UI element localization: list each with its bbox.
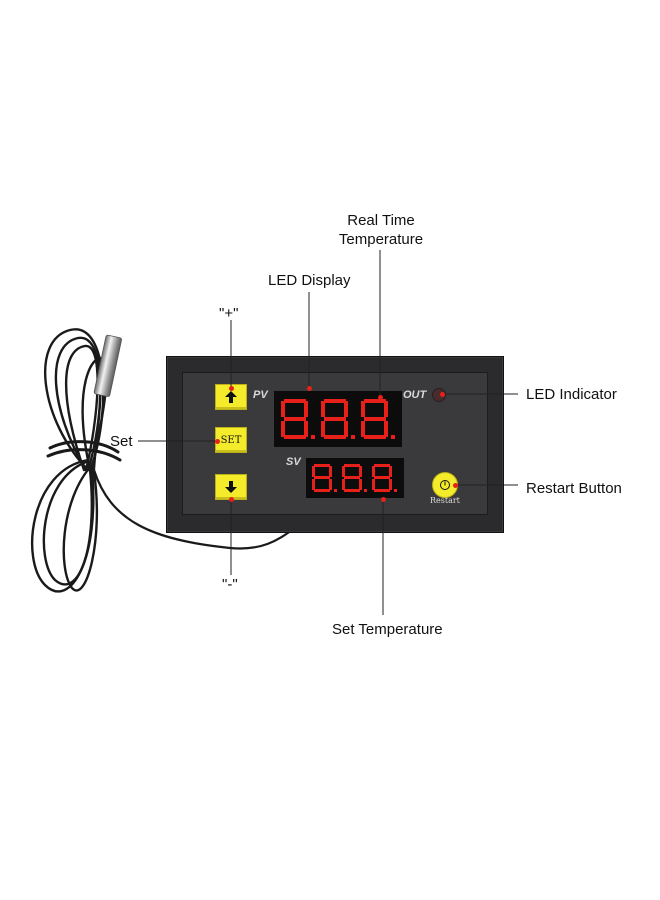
set-anchor-dot: [215, 439, 220, 444]
arrow-down-icon: [225, 481, 237, 493]
led-indicator-lamp: [432, 388, 446, 402]
led-indicator-label: LED Indicator: [526, 386, 617, 403]
set-button-label: SET: [220, 434, 242, 446]
pv-seven-segment-digits: [281, 399, 395, 439]
led-display-label: LED Display: [268, 272, 351, 289]
pv-display: [274, 391, 402, 447]
real-time-anchor-dot: [378, 395, 383, 400]
out-label: OUT: [403, 389, 427, 401]
minus-label: "-": [222, 576, 238, 593]
power-icon: [440, 480, 450, 490]
set-temperature-label: Set Temperature: [332, 621, 443, 638]
led-indicator-anchor-dot: [440, 392, 445, 397]
sv-seven-segment-digits: [312, 464, 397, 492]
sv-display: [306, 458, 404, 498]
real-time-label-line2: Temperature: [338, 231, 424, 248]
sv-label: SV: [286, 456, 301, 468]
restart-button-label: Restart Button: [526, 480, 622, 497]
led-display-anchor-dot: [307, 386, 312, 391]
set-temp-anchor-dot: [381, 497, 386, 502]
plus-label: "+": [219, 305, 239, 322]
set-button[interactable]: SET: [215, 427, 247, 453]
minus-anchor-dot: [229, 497, 234, 502]
restart-anchor-dot: [453, 483, 458, 488]
real-time-label-line1: Real Time: [347, 212, 415, 229]
restart-label: Restart: [430, 496, 460, 505]
real-time-temperature-label: Real Time Temperature: [339, 211, 423, 249]
plus-anchor-dot: [229, 386, 234, 391]
set-label: Set: [110, 433, 133, 450]
arrow-up-icon: [225, 391, 237, 403]
pv-label: PV: [253, 389, 268, 401]
